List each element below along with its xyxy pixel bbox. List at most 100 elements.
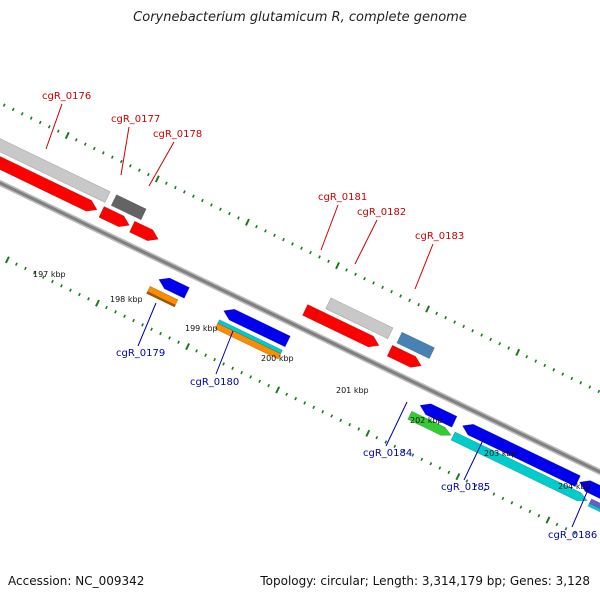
genome-title: Corynebacterium glutamicum R, complete g…: [133, 10, 467, 25]
gene-label-cgR-0179[interactable]: cgR_0179: [116, 348, 165, 359]
callout-line-cgR-0181: [320, 204, 339, 251]
bottom-track-tick: [330, 414, 334, 418]
gene-callouts: cgR_0176 cgR_0177 cgR_0178 cgR_0181 cgR_0182…: [42, 91, 597, 541]
bottom-track-tick: [545, 516, 551, 524]
gene-label-cgR-0176[interactable]: cgR_0176: [42, 91, 91, 102]
top-track-tick: [453, 320, 457, 324]
top-track-tick: [318, 255, 321, 259]
bottom-track-tick: [231, 366, 235, 370]
callout-line-cgR-0177: [120, 126, 130, 176]
top-track-tick: [425, 305, 431, 313]
gene-label-cgR-0181[interactable]: cgR_0181: [318, 192, 367, 203]
bottom-track-tick: [555, 522, 559, 527]
gene-bar-blue-5: [579, 480, 600, 499]
top-track-tick: [237, 216, 240, 220]
bottom-track-tick: [123, 314, 126, 318]
top-track-tick: [183, 190, 186, 194]
gene-bars: [0, 138, 600, 513]
bottom-track-tick: [267, 383, 271, 388]
bottom-track-tick: [42, 275, 45, 279]
top-track-tick: [399, 294, 402, 298]
bottom-track-tick: [573, 531, 577, 535]
bottom-track-tick: [528, 509, 532, 514]
gene-bar-cgR-0186-b: [587, 502, 600, 513]
gene-bar-cgR-0182: [325, 297, 394, 340]
bottom-track-tick: [258, 379, 262, 383]
top-track-tick: [110, 155, 114, 159]
top-track-tick: [498, 342, 502, 346]
top-track-tick: [597, 389, 600, 394]
bottom-track-tick: [357, 427, 361, 431]
bottom-track-tick: [105, 305, 108, 310]
gene-bar-red-4: [386, 344, 422, 368]
gene-label-cgR-0185[interactable]: cgR_0185: [441, 482, 490, 493]
top-track-tick: [588, 385, 592, 389]
top-track-tick: [264, 229, 267, 233]
bottom-track-tick: [474, 483, 478, 488]
bottom-track-tick: [402, 448, 406, 453]
top-track-tick: [137, 168, 141, 172]
bottom-track-tick: [339, 418, 343, 423]
bottom-track-tick: [249, 375, 253, 379]
top-track-tick: [174, 185, 177, 190]
bottom-track-tick: [60, 284, 63, 288]
tick-label: 198 kbp: [110, 295, 143, 304]
tick-label: 201 kbp: [336, 386, 369, 395]
bottom-track-tick: [429, 461, 433, 466]
gene-bar-blue-4: [462, 423, 581, 488]
gene-label-cgR-0183[interactable]: cgR_0183: [415, 231, 464, 242]
top-track-tick: [291, 242, 294, 246]
bottom-track-tick: [375, 435, 379, 440]
top-track-tick: [101, 151, 105, 155]
bottom-track-tick: [519, 505, 523, 509]
gene-label-cgR-0182[interactable]: cgR_0182: [357, 207, 406, 218]
top-track-tick: [515, 348, 521, 356]
gene-bar-cgR-0185: [450, 431, 588, 502]
tick-label: 199 kbp: [185, 324, 218, 333]
gene-bar-cgR-0186-a: [588, 498, 600, 509]
top-track-tick: [309, 250, 312, 255]
gene-label-cgR-0178[interactable]: cgR_0178: [153, 129, 202, 140]
top-track-tick: [444, 315, 448, 320]
genome-summary-text: Topology: circular; Length: 3,314,179 bp…: [260, 574, 590, 588]
top-track-tick: [579, 381, 583, 385]
bottom-track-tick: [15, 262, 18, 266]
top-track-tick: [64, 131, 70, 140]
gene-label-cgR-0184[interactable]: cgR_0184: [363, 448, 412, 459]
gene-bar-cgR-0180-b: [214, 322, 282, 360]
bottom-track-tick: [185, 342, 191, 351]
callout-line-cgR-0179: [137, 302, 157, 347]
callout-line-cgR-0178: [148, 141, 175, 187]
top-track-tick: [154, 175, 160, 183]
gene-bar-cgR-0176: [0, 138, 111, 203]
top-track-tick: [20, 112, 24, 116]
top-track-tick: [372, 281, 375, 285]
bottom-track-tick: [150, 327, 153, 331]
top-track-tick: [471, 328, 475, 333]
bottom-track-tick: [213, 357, 216, 362]
gene-bar-red-2: [98, 206, 130, 228]
top-track-tick: [507, 346, 511, 350]
top-track-tick: [47, 125, 51, 129]
gene-label-cgR-0180[interactable]: cgR_0180: [190, 377, 239, 388]
callout-line-cgR-0185: [463, 435, 486, 481]
top-track-tick: [119, 159, 123, 164]
top-track-tick: [435, 311, 439, 316]
callout-line-cgR-0182: [354, 219, 378, 265]
gene-bar-cgR-0179-edge: [146, 291, 176, 308]
bottom-track-tick: [195, 349, 198, 353]
top-track-tick: [146, 172, 150, 177]
gene-bar-cgR-0184: [407, 410, 452, 436]
top-track-tick: [552, 368, 556, 372]
tick-label: 197 kbp: [33, 270, 66, 279]
gene-bar-cgR-0177: [110, 194, 147, 221]
gene-label-cgR-0177[interactable]: cgR_0177: [111, 114, 160, 125]
bottom-track-tick: [294, 396, 298, 401]
top-track-tick: [255, 224, 258, 229]
top-track-tick: [210, 203, 213, 207]
bottom-track-tick: [393, 444, 397, 449]
genome-backbone: [0, 179, 600, 476]
gene-label-cgR-0186[interactable]: cgR_0186: [548, 530, 597, 541]
top-track-tick: [570, 376, 574, 381]
bottom-track-tick: [159, 331, 162, 336]
